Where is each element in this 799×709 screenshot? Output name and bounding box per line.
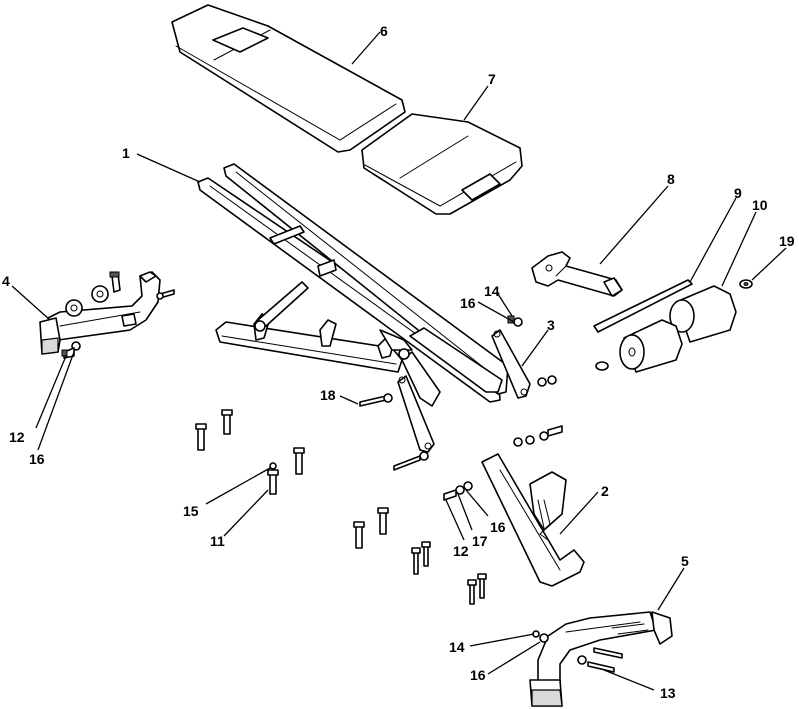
callout-10: 10	[752, 197, 768, 213]
callout-12b: 12	[453, 543, 469, 559]
callout-14a: 14	[484, 283, 500, 299]
part-9-foam-roller-rod	[593, 279, 693, 333]
callout-14b: 14	[449, 639, 465, 655]
callout-12a: 12	[9, 429, 25, 445]
loose-bolts	[195, 409, 487, 605]
part-5-rear-stabilizer	[529, 611, 673, 707]
part-1-main-frame	[197, 163, 509, 407]
front-stabilizer-fasteners	[61, 271, 175, 359]
callout-13: 13	[660, 685, 676, 701]
callout-17: 17	[472, 533, 488, 549]
callout-9: 9	[734, 185, 742, 201]
rear-stabilizer-fasteners	[532, 630, 623, 673]
callout-5: 5	[681, 553, 689, 569]
part-2-rear-upright	[481, 453, 585, 587]
part-19-roller-cap	[595, 279, 753, 371]
callout-15: 15	[183, 503, 199, 519]
part-4-front-stabilizer	[39, 271, 161, 355]
part-7-seat-pad	[361, 113, 523, 215]
callout-7: 7	[488, 71, 496, 87]
rear-upright-fasteners	[443, 425, 563, 501]
leader-lines	[11, 31, 787, 691]
callout-labels: 1 2 3 4 5 6 7 8 9 10 11 12 12 13 14 14 1…	[2, 23, 795, 701]
callout-18: 18	[320, 387, 336, 403]
callout-16c: 16	[490, 519, 506, 535]
callout-4: 4	[2, 273, 10, 289]
callout-3: 3	[547, 317, 555, 333]
callout-16d: 16	[470, 667, 486, 683]
callout-19: 19	[779, 233, 795, 249]
callout-11: 11	[210, 533, 225, 549]
callout-8: 8	[667, 171, 675, 187]
callout-16a: 16	[29, 451, 45, 467]
part-3-link-plate	[397, 329, 531, 453]
callout-16b: 16	[460, 295, 476, 311]
callout-2: 2	[601, 483, 609, 499]
part-8-adjustment-tube	[531, 251, 623, 297]
callout-6: 6	[380, 23, 388, 39]
part-6-back-pad	[171, 4, 406, 153]
callout-1: 1	[122, 145, 130, 161]
link-plate-fasteners	[359, 315, 557, 471]
part-10-foam-roller	[619, 285, 737, 373]
